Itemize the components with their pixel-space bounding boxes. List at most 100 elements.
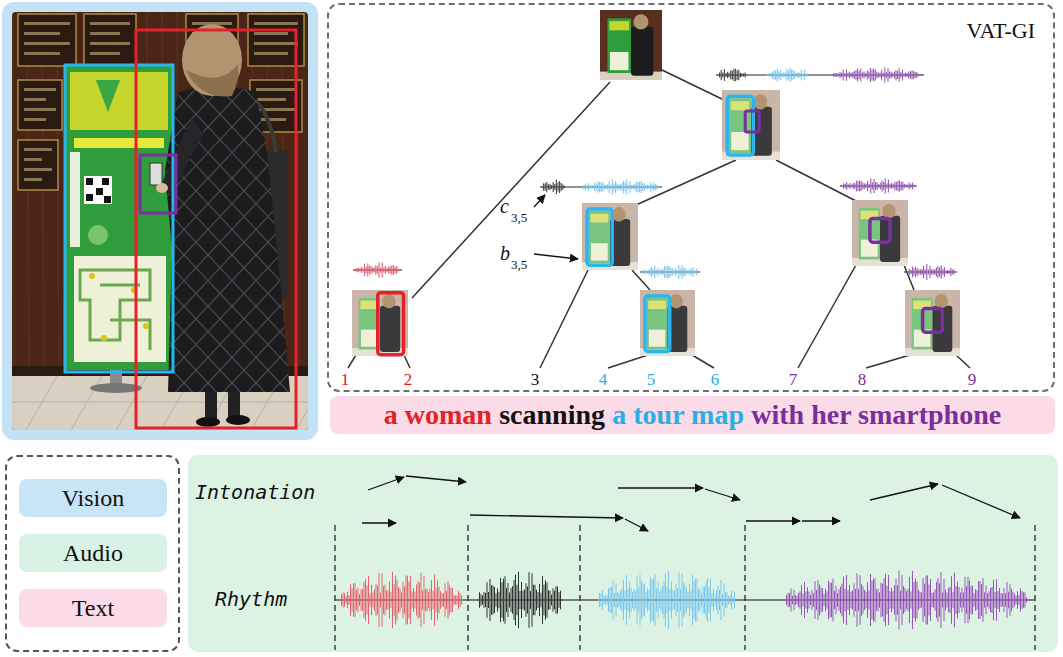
thumb-ground: [600, 10, 662, 80]
coat-check: [12, 80, 156, 400]
plaque-engraving: [254, 42, 298, 45]
phrase: a woman: [384, 400, 492, 431]
coat-check: [12, 80, 252, 400]
thumbnail: [905, 290, 960, 356]
waveform: [542, 180, 564, 194]
coat-check: [212, 80, 308, 400]
tree-branch: [348, 355, 356, 368]
tree-branch: [412, 82, 610, 298]
sentence-band: a womanscanninga tour mapwith her smartp…: [330, 396, 1055, 434]
coat-check: [96, 80, 308, 400]
coat-check: [12, 80, 104, 400]
thumb-map: [731, 132, 748, 150]
map-lines: [80, 270, 150, 350]
qr-code: [84, 176, 112, 204]
coat-check: [12, 80, 60, 400]
leaf-index: 8: [858, 371, 867, 388]
thumb-head: [753, 94, 767, 109]
qr-cell: [104, 196, 111, 203]
thumb-ground: [722, 90, 780, 160]
waveform: [766, 68, 808, 82]
wave-baseline: [640, 272, 700, 273]
plaque-engraving: [24, 118, 46, 121]
plaque: [18, 140, 58, 190]
tree-branch: [540, 270, 588, 368]
coat-check: [12, 80, 132, 400]
tree-branch: [798, 265, 856, 368]
tree-branch: [662, 70, 724, 100]
waveform: [478, 572, 562, 629]
leaf-index: 4: [599, 371, 608, 388]
plaque-engraving: [24, 88, 56, 91]
sign-emblem: [88, 225, 108, 245]
thumb-coat: [631, 27, 653, 76]
coat-check: [12, 80, 228, 400]
coat-check: [12, 80, 128, 400]
intonation-arrow: [362, 522, 396, 523]
thumb-map: [649, 330, 666, 347]
audio-panel: IntonationRhythm: [188, 455, 1058, 652]
plaque-engraving: [90, 52, 120, 55]
shoe: [196, 417, 220, 427]
intonation-arrow: [705, 489, 740, 500]
segment-divider: [744, 525, 745, 650]
plaque: [18, 14, 76, 66]
waveform: [842, 178, 914, 193]
thumb-head: [612, 207, 625, 222]
floor-tile: [70, 376, 102, 430]
coat-check: [12, 80, 296, 400]
audio-drawing: [335, 476, 1035, 650]
map-marker: [101, 335, 107, 341]
thumb-box: [645, 296, 670, 351]
sign-strip: [70, 152, 80, 247]
coat-check: [72, 80, 308, 400]
thumb-ground: [640, 290, 695, 356]
thumb-sign-header: [609, 21, 629, 30]
thumb-sign: [729, 98, 751, 153]
floor-tile: [12, 402, 308, 403]
legend-label: Text: [72, 596, 114, 620]
thumb-sign-header: [590, 214, 608, 223]
thumb-sign: [607, 18, 631, 73]
plaque-engraving: [24, 52, 60, 55]
thumb-coat: [380, 306, 400, 352]
thumb-box: [727, 96, 753, 155]
intonation-arrow: [802, 520, 840, 521]
thumb-box: [378, 293, 404, 355]
thumb-head: [882, 204, 895, 219]
coat-pattern: [12, 80, 308, 400]
phrase: with her smartphone: [751, 400, 1001, 431]
thumbnail: [600, 10, 662, 80]
smartphone: [150, 163, 162, 185]
thumbnail: [640, 290, 695, 356]
pointer-arrow: [534, 195, 545, 207]
thumbnail: [582, 203, 638, 270]
coat-check: [12, 80, 176, 400]
leaf-index: 5: [647, 371, 656, 388]
plaque-engraving: [90, 22, 130, 25]
coat-check: [92, 80, 308, 400]
tree: [348, 10, 970, 368]
subscript: 3,5: [511, 258, 527, 271]
waveform: [598, 571, 736, 629]
coat-check: [20, 80, 308, 400]
coat-check: [24, 80, 308, 400]
coat-check: [192, 80, 308, 400]
thumbnail: [722, 90, 780, 160]
waveform: [718, 69, 745, 82]
coat-check: [12, 80, 204, 400]
audio-illustration: [188, 455, 1058, 652]
coat-check: [12, 80, 84, 400]
coat-check: [12, 80, 108, 400]
plaque-engraving: [24, 98, 46, 101]
tour-sign: [66, 66, 172, 370]
thumb-box: [870, 218, 890, 242]
map-marker: [143, 323, 149, 329]
thumb-head: [935, 294, 948, 309]
leaf-index: 6: [711, 371, 720, 388]
panel-title: VAT-GI: [967, 19, 1035, 43]
leaf-index: 7: [789, 371, 798, 388]
coat-check: [260, 80, 308, 400]
plaque-engraving: [254, 32, 288, 35]
leaf-index: 3: [531, 371, 540, 388]
